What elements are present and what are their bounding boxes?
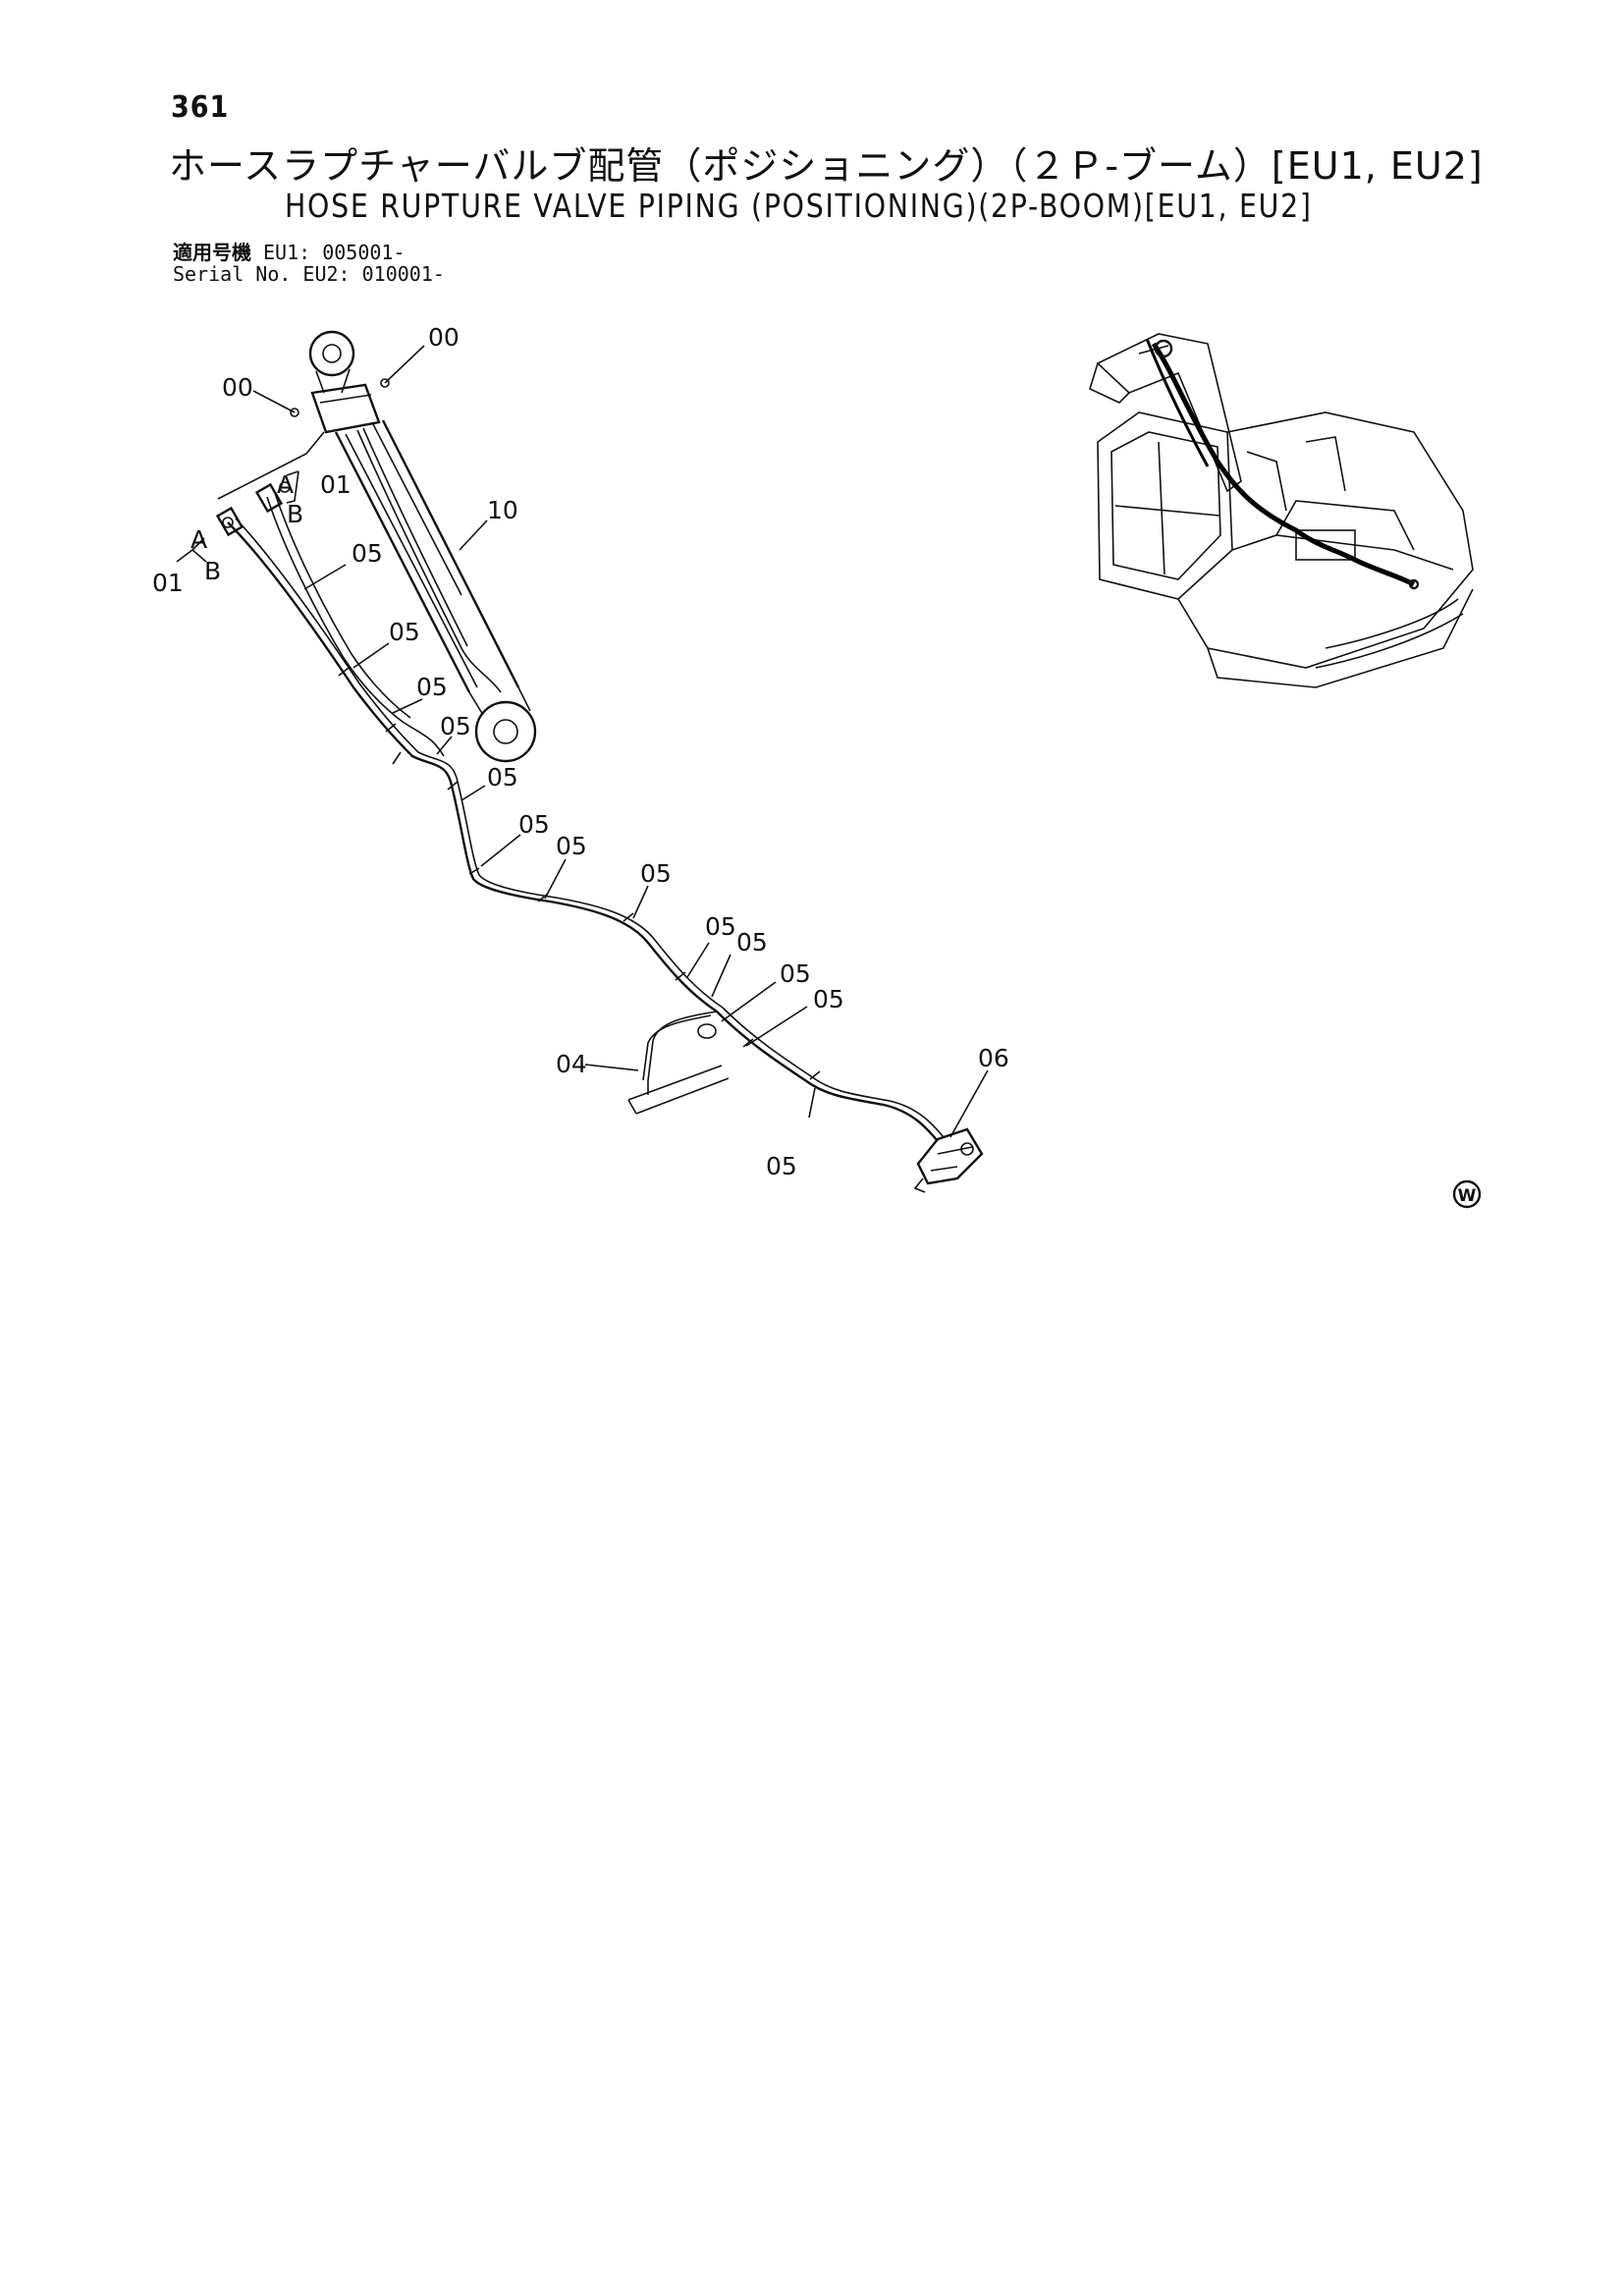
leader-lines [176, 345, 989, 1138]
callout-05: 05 [766, 1152, 797, 1180]
callout-06: 06 [978, 1044, 1009, 1072]
w-mark-symbol: W [1458, 1186, 1477, 1206]
callout-05: 05 [780, 959, 811, 988]
serial-eu1: EU1: 005001- [263, 241, 406, 264]
callout-10: 10 [487, 496, 518, 524]
callout-a-lower: A [190, 525, 207, 554]
boom-cylinder [308, 330, 537, 763]
callout-00-left: 00 [222, 373, 253, 402]
serial-eu2: EU2: 010001- [302, 262, 445, 286]
callout-05: 05 [487, 763, 518, 792]
callout-04: 04 [556, 1050, 587, 1078]
page-title-japanese: ホースラプチャーバルブ配管（ポジショニング）（２Ｐ-ブーム）[EU1, EU2] [169, 144, 1484, 188]
hose-piping [217, 431, 945, 1142]
callout-05: 05 [705, 912, 736, 941]
callout-05: 05 [736, 928, 768, 957]
callout-05: 05 [556, 832, 587, 860]
w-mark: W [1452, 1179, 1482, 1209]
callout-05: 05 [352, 539, 383, 568]
callout-05: 05 [389, 618, 420, 646]
page-title-english: HOSE RUPTURE VALVE PIPING (POSITIONING)(… [285, 187, 1313, 225]
callout-05: 05 [640, 859, 672, 888]
callout-01-upper: 01 [320, 470, 352, 499]
serial-label-japanese: 適用号機 [173, 241, 251, 264]
serial-row-eu1: 適用号機 EU1: 005001- [173, 242, 445, 263]
callout-labels: 00 00 A B 01 A B 01 10 05 05 05 05 05 05… [152, 323, 1009, 1180]
serial-number-block: 適用号機 EU1: 005001- Serial No. EU2: 010001… [173, 242, 445, 285]
excavator-overview-illustration [1089, 333, 1474, 688]
callout-b-lower: B [204, 557, 221, 585]
serial-row-eu2: Serial No. EU2: 010001- [173, 263, 445, 285]
callout-05: 05 [416, 673, 448, 701]
callout-05: 05 [813, 985, 844, 1013]
valve-blocks-top [215, 378, 390, 537]
serial-label-english: Serial No. [173, 262, 292, 286]
callout-b-upper: B [287, 500, 303, 528]
hose-rupture-valve [913, 1127, 984, 1193]
page-number: 361 [171, 90, 230, 125]
callout-a-upper: A [277, 470, 294, 499]
callout-05: 05 [440, 712, 471, 740]
callout-05: 05 [518, 810, 550, 839]
callout-01-lower: 01 [152, 569, 184, 597]
callout-00-right: 00 [428, 323, 460, 352]
